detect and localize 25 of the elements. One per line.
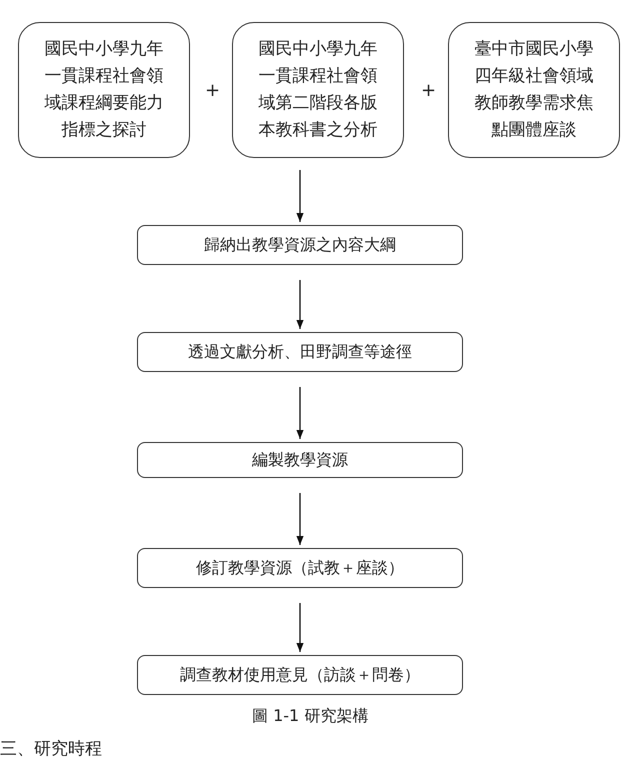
box-text: 國民中小學九年一貫課程社會領域第二階段各版本教科書之分析 bbox=[257, 38, 378, 142]
arrow bbox=[296, 387, 304, 439]
arrow bbox=[296, 170, 304, 222]
process-box bbox=[137, 548, 463, 588]
box-text: 透過文獻分析、田野調查等途徑 bbox=[188, 342, 412, 362]
box-text: 臺中市國民小學四年級社會領域教師教學需求焦點團體座談 bbox=[473, 38, 594, 142]
box-text: 編製教學資源 bbox=[252, 450, 348, 470]
box-text: 調查教材使用意見（訪談＋問卷） bbox=[180, 664, 420, 686]
section-heading: 三、研究時程 bbox=[0, 738, 102, 760]
process-box bbox=[18, 22, 190, 158]
process-box bbox=[137, 655, 463, 695]
process-box bbox=[232, 22, 404, 158]
plus-sign: + bbox=[205, 80, 220, 101]
box-text: 國民中小學九年一貫課程社會領域課程綱要能力指標之探討 bbox=[43, 38, 164, 142]
process-box bbox=[137, 332, 463, 372]
box-text: 歸納出教學資源之內容大綱 bbox=[204, 234, 396, 256]
box-text: 修訂教學資源（試教＋座談） bbox=[196, 558, 404, 578]
arrow bbox=[296, 603, 304, 652]
arrow bbox=[296, 280, 304, 329]
process-box bbox=[448, 22, 620, 158]
process-box bbox=[137, 442, 463, 478]
figure-caption: 圖 1-1 研究架構 bbox=[252, 706, 368, 727]
process-box bbox=[137, 225, 463, 265]
arrow bbox=[296, 493, 304, 545]
plus-sign: + bbox=[421, 80, 436, 101]
